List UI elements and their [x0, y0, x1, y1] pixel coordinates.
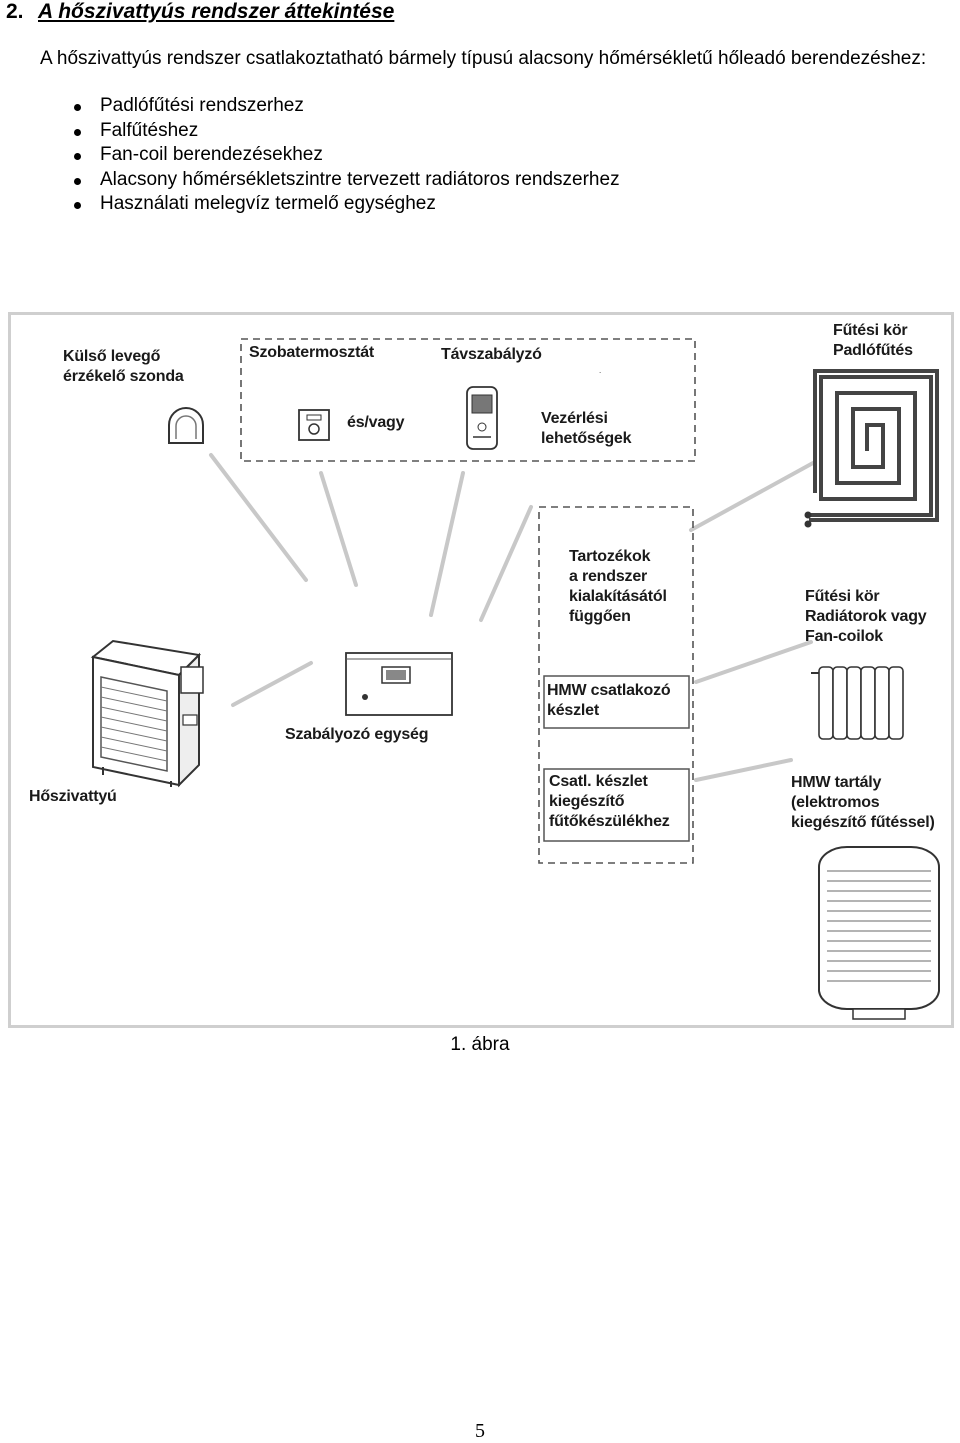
list-item: Fan-coil berendezésekhez — [70, 143, 620, 168]
diagram-graphics: . — [90, 338, 940, 1020]
pipe-end — [804, 511, 812, 519]
controller-label: Szabályozó egység — [285, 726, 429, 743]
bullet-list: Padlófűtési rendszerhez Falfűtéshez Fan-… — [70, 94, 620, 217]
list-item: Alacsony hőmérsékletszintre tervezett ra… — [70, 168, 620, 193]
and-or-label: és/vagy — [347, 414, 405, 431]
list-item: Falfűtéshez — [70, 119, 620, 144]
room-thermostat-label: Szobatermosztát — [249, 344, 375, 361]
remote-control-label: Távszabályzó — [441, 346, 542, 363]
section-number: 2. — [6, 0, 24, 23]
radiator-icon — [811, 666, 904, 740]
hmw-kit-label: HMW csatlakozó készlet — [547, 682, 671, 719]
heat-pump-icon — [90, 639, 204, 788]
page-number: 5 — [475, 1420, 485, 1442]
svg-text:.: . — [599, 366, 601, 375]
intro-paragraph: A hőszivattyús rendszer csatlakoztatható… — [40, 48, 927, 69]
figure-caption: 1. ábra — [450, 1034, 510, 1055]
connection-lines — [209, 453, 815, 782]
section-title: A hőszivattyús rendszer áttekintése — [38, 0, 395, 23]
room-thermostat-icon — [298, 409, 330, 441]
section-heading: 2. A hőszivattyús rendszer áttekintése — [6, 0, 394, 24]
remote-control-icon — [466, 386, 498, 450]
outdoor-sensor-label: Külső levegő érzékelő szonda — [63, 348, 184, 385]
aux-kit-label: Csatl. készlet kiegészítő fűtőkészülékhe… — [549, 773, 670, 830]
hmw-kit-box — [543, 675, 690, 729]
controller-unit-icon — [345, 652, 453, 716]
system-diagram: . — [8, 312, 954, 1028]
control-options-label: Vezérlési lehetőségek — [541, 410, 632, 447]
floor-heating-spiral-icon — [809, 369, 939, 522]
outdoor-sensor-icon — [168, 407, 204, 444]
heat-pump-label: Hőszivattyú — [29, 788, 117, 805]
list-item: Padlófűtési rendszerhez — [70, 94, 620, 119]
hmw-tank-label: HMW tartály (elektromos kiegészítő fűtés… — [791, 774, 935, 831]
pipe-end — [804, 520, 812, 528]
floor-heating-label: Fűtési kör Padlófűtés — [833, 322, 913, 359]
accessories-box — [538, 506, 694, 864]
hmw-tank-icon — [818, 846, 940, 1020]
accessories-label: Tartozékok a rendszer kialakításától füg… — [569, 548, 667, 625]
list-item: Használati melegvíz termelő egységhez — [70, 192, 620, 217]
aux-kit-box — [543, 768, 690, 842]
radiator-circuit-label: Fűtési kör Radiátorok vagy Fan-coilok — [805, 588, 927, 645]
